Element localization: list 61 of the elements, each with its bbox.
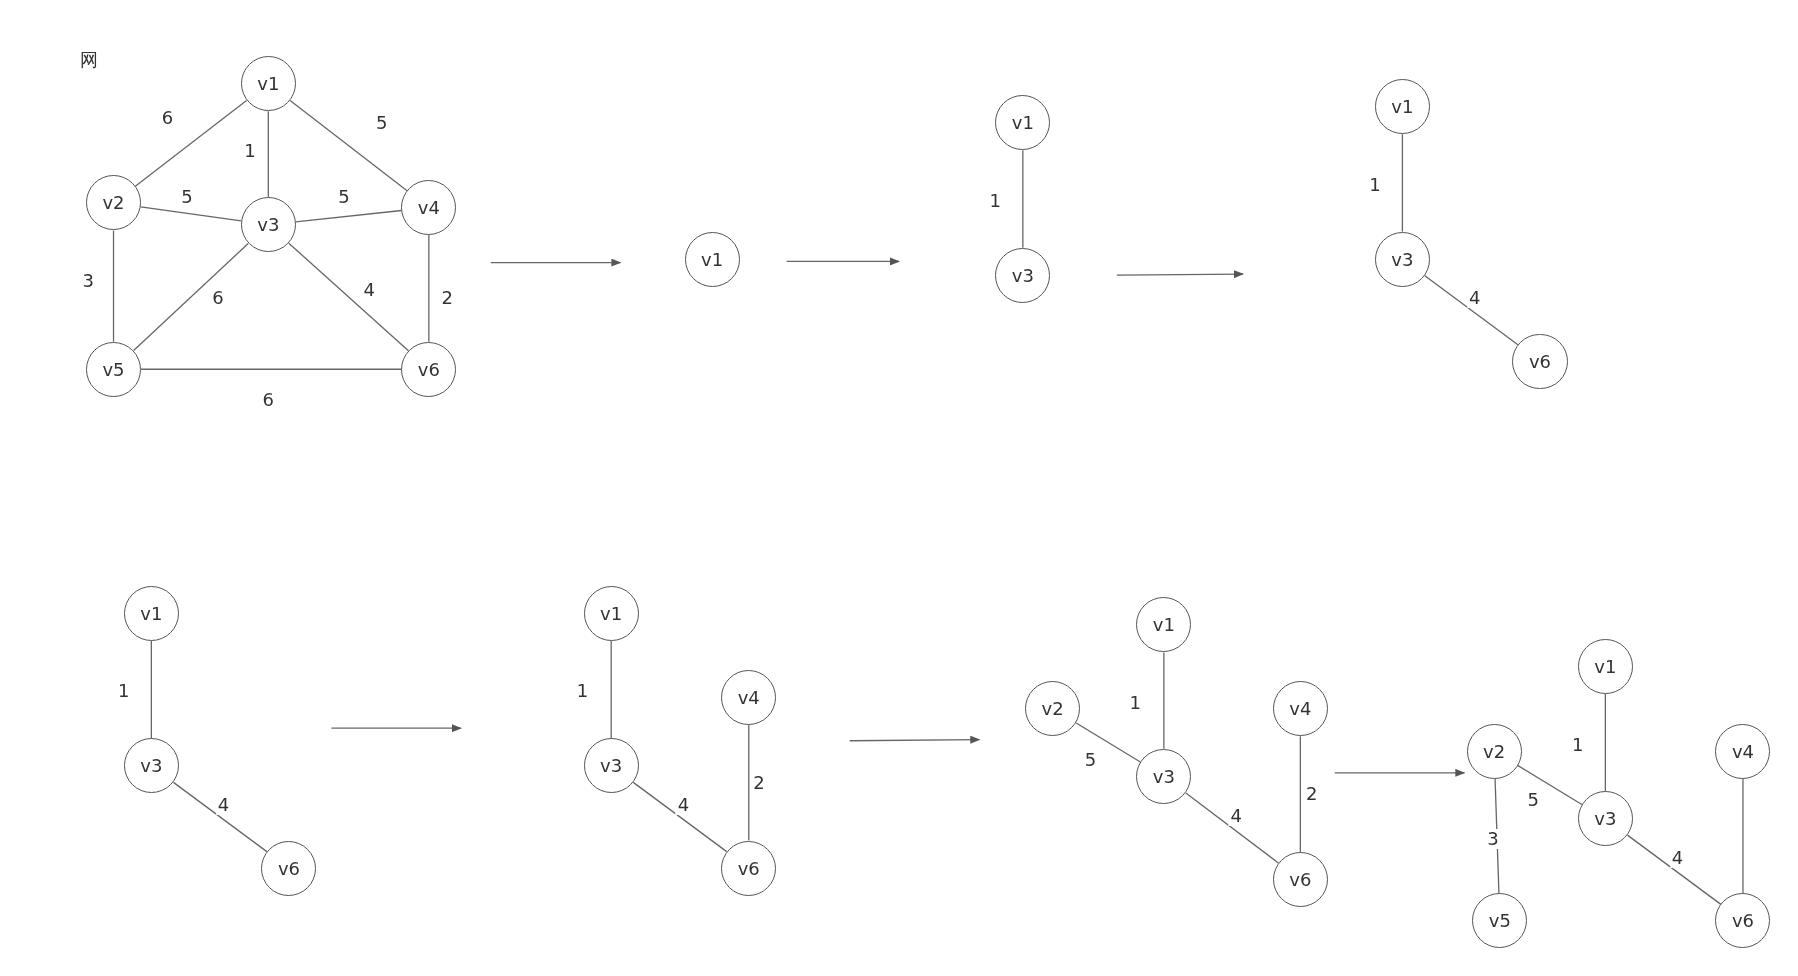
edge-line bbox=[610, 640, 612, 740]
edge-line bbox=[140, 206, 242, 222]
edge-label: 3 bbox=[1485, 829, 1501, 850]
vertex-circle: v3 bbox=[123, 738, 179, 794]
vertex-circle: v4 bbox=[1715, 723, 1771, 779]
vertex-circle: v2 bbox=[1025, 681, 1081, 737]
vertex-circle: v3 bbox=[1577, 791, 1633, 847]
edge-line bbox=[295, 209, 403, 223]
vertex-circle: v6 bbox=[721, 840, 777, 896]
vertex-circle: v3 bbox=[1374, 231, 1430, 287]
vertex-circle: v6 bbox=[1715, 893, 1771, 949]
vertex-circle: v1 bbox=[684, 231, 740, 287]
edge-line bbox=[1075, 722, 1141, 763]
edge-line bbox=[288, 242, 410, 352]
vertex-circle: v3 bbox=[1136, 748, 1192, 804]
edge-line bbox=[172, 781, 268, 853]
edge-line bbox=[1163, 651, 1165, 750]
edge-line bbox=[1742, 777, 1744, 894]
edge-line bbox=[1185, 792, 1280, 864]
vertex-circle: v4 bbox=[1272, 681, 1328, 737]
vertex-circle: v6 bbox=[401, 341, 457, 397]
vertex-circle: v5 bbox=[86, 341, 142, 397]
edge-line bbox=[1517, 764, 1583, 806]
vertex-circle: v5 bbox=[1472, 893, 1528, 949]
title-text: 网 bbox=[80, 48, 99, 73]
vertex-circle: v6 bbox=[1512, 333, 1568, 389]
vertex-circle: v4 bbox=[721, 669, 777, 725]
edge-line bbox=[140, 368, 402, 370]
edge-line bbox=[632, 781, 728, 853]
vertex-circle: v1 bbox=[123, 585, 179, 641]
vertex-circle: v6 bbox=[1272, 852, 1328, 907]
vertex-circle: v3 bbox=[240, 197, 296, 253]
vertex-circle: v4 bbox=[401, 180, 457, 236]
vertex-circle: v1 bbox=[1136, 597, 1192, 653]
edge-line bbox=[1604, 693, 1606, 792]
vertex-circle: v3 bbox=[995, 247, 1051, 303]
edge-line bbox=[289, 99, 408, 192]
edge-label: 4 bbox=[1228, 806, 1244, 827]
vertex-circle: v2 bbox=[1466, 723, 1522, 779]
edge-line bbox=[428, 234, 430, 343]
vertex-circle: v1 bbox=[1577, 638, 1633, 694]
vertex-circle: v6 bbox=[261, 840, 317, 896]
vertex-circle: v2 bbox=[86, 175, 142, 231]
edge-line bbox=[1299, 735, 1301, 853]
edge-line bbox=[134, 99, 248, 187]
edge-label: 4 bbox=[1466, 288, 1483, 309]
vertex-circle: v1 bbox=[240, 56, 296, 112]
vertex-circle: v3 bbox=[583, 738, 639, 794]
vertex-circle: v1 bbox=[995, 95, 1051, 151]
edge-line bbox=[267, 110, 269, 198]
vertex-circle: v1 bbox=[1374, 79, 1430, 135]
edge-line bbox=[150, 640, 152, 740]
edge-line bbox=[1626, 834, 1722, 906]
edge-line bbox=[1022, 149, 1024, 249]
edge-line bbox=[112, 229, 115, 343]
edge-line bbox=[1423, 274, 1519, 346]
edge-line bbox=[1401, 133, 1404, 233]
edge-line bbox=[748, 724, 750, 842]
edge-line bbox=[133, 242, 249, 352]
edge-line bbox=[1494, 777, 1500, 894]
vertex-circle: v1 bbox=[583, 585, 639, 641]
